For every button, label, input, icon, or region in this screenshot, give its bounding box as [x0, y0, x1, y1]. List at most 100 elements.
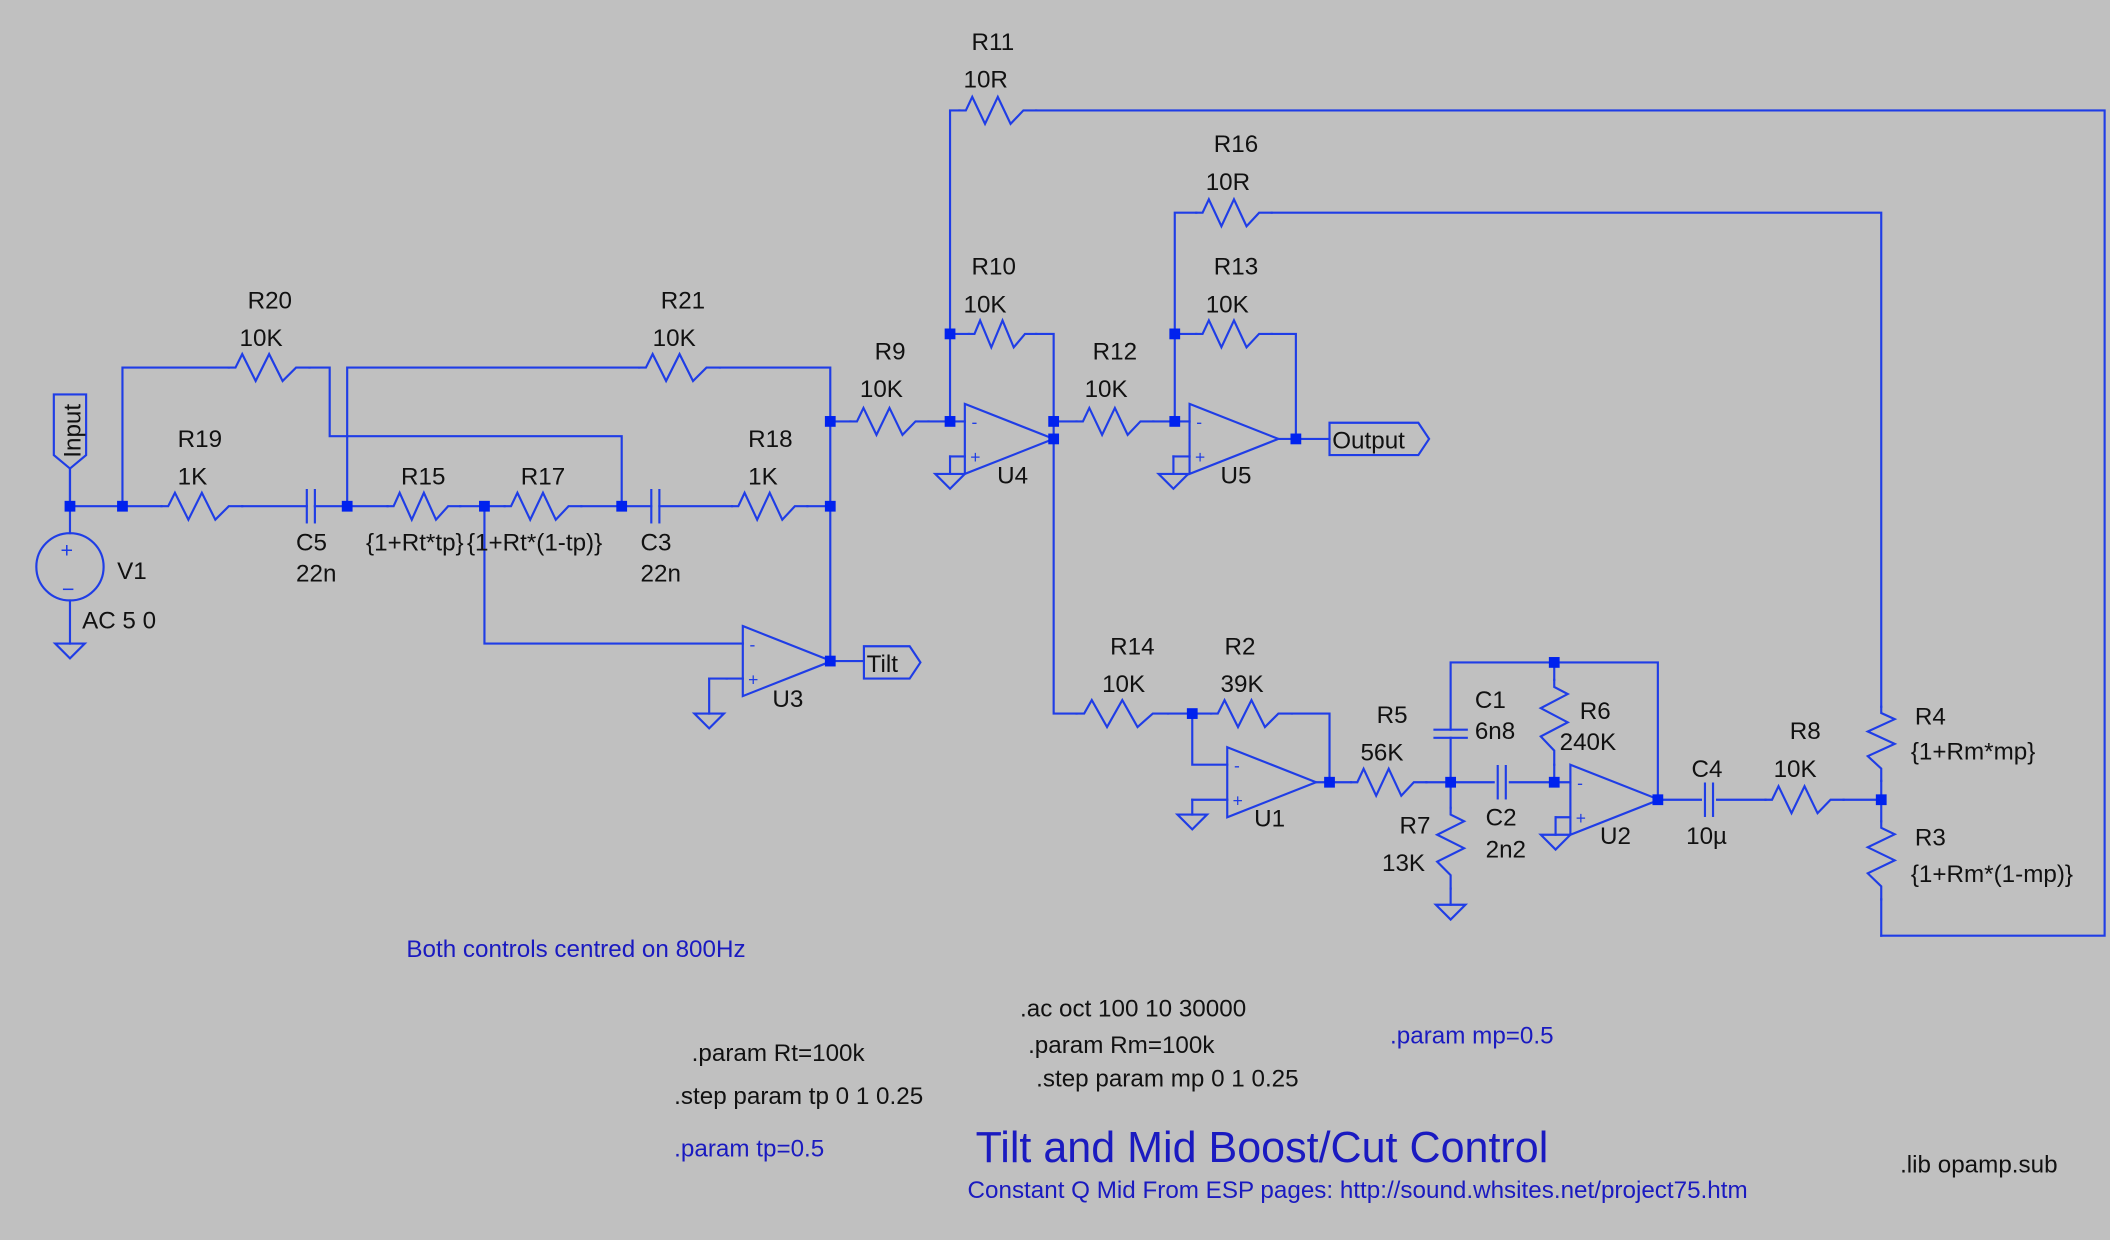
resistor-r16: [1195, 196, 1273, 229]
u3-name: U3: [772, 686, 803, 713]
r21-value: 10K: [653, 325, 696, 352]
resistor-r13: [1195, 317, 1273, 350]
r13-value: 10K: [1206, 291, 1249, 318]
ground-v1-icon: [52, 642, 88, 660]
ground-u4-icon: [932, 472, 968, 491]
resistor-r20: [227, 351, 311, 384]
u5-name: U5: [1221, 462, 1252, 489]
r5-value: 56K: [1360, 740, 1403, 767]
opamp-triangle-icon: [741, 624, 835, 698]
junction-dot: [944, 416, 956, 427]
r7-value: 13K: [1382, 850, 1425, 877]
directive-lib[interactable]: .lib opamp.sub: [1900, 1152, 2057, 1179]
resistor-r5: [1349, 766, 1428, 799]
wire: [1191, 712, 1229, 766]
r3-name: R3: [1915, 825, 1946, 852]
r19-value: 1K: [178, 464, 208, 491]
net-label-input-text: Input: [60, 404, 87, 458]
r6-value: 240K: [1560, 729, 1617, 756]
v1-value: AC 5 0: [82, 608, 156, 635]
junction-dot: [64, 500, 76, 512]
r11-name: R11: [972, 29, 1015, 56]
r14-name: R14: [1110, 633, 1154, 660]
net-label-output[interactable]: Output: [1328, 421, 1431, 457]
c1-value: 6n8: [1475, 718, 1515, 745]
capacitor-c4: [1703, 782, 1715, 817]
r2-value: 39K: [1221, 671, 1264, 698]
schematic-subtitle[interactable]: Constant Q Mid From ESP pages: http://so…: [968, 1177, 1748, 1204]
r2-name: R2: [1225, 633, 1256, 660]
resistor-r10: [967, 317, 1038, 351]
r16-name: R16: [1214, 131, 1258, 158]
resistor-r6: [1538, 678, 1571, 766]
junction-dot: [479, 500, 490, 512]
resistor-r18: [730, 490, 809, 523]
c2-value: 2n2: [1486, 837, 1526, 864]
net-label-input[interactable]: Input: [52, 393, 88, 470]
components: -++−-+-+-+-+: [35, 94, 1898, 922]
wire: [718, 366, 832, 663]
resistor-r9: [849, 405, 930, 438]
wires: [68, 109, 2106, 937]
directive-step-tp[interactable]: .step param tp 0 1 0.25: [674, 1083, 923, 1110]
r10-name: R10: [972, 254, 1016, 281]
junction-dot: [824, 416, 836, 427]
r5-name: R5: [1377, 702, 1408, 729]
junction-dot: [1290, 433, 1302, 445]
opamp-triangle-icon: [1188, 402, 1282, 476]
c2-name: C2: [1486, 804, 1517, 831]
r12-name: R12: [1093, 338, 1137, 365]
c4-value: 10µ: [1686, 823, 1727, 850]
r15-name: R15: [401, 464, 445, 491]
comment-param-tp[interactable]: .param tp=0.5: [674, 1136, 824, 1163]
r12-value: 10K: [1085, 376, 1128, 403]
r19-name: R19: [178, 426, 222, 453]
wire: [1270, 332, 1297, 440]
comment-centred[interactable]: Both controls centred on 800Hz: [406, 936, 745, 963]
opamp-plus-pin: +: [970, 447, 980, 467]
junctions: [64, 328, 1887, 806]
junction-dot: [944, 328, 956, 340]
r9-value: 10K: [860, 376, 903, 403]
resistor-r21: [638, 351, 722, 384]
net-label-output-text: Output: [1332, 427, 1405, 454]
r4-value: {1+Rm*mp}: [1911, 738, 2035, 765]
schematic-title[interactable]: Tilt and Mid Boost/Cut Control: [976, 1124, 1549, 1172]
opamp-minus-pin: -: [1577, 773, 1583, 793]
opamp-minus-pin: -: [972, 412, 978, 432]
net-label-tilt[interactable]: Tilt: [862, 645, 922, 680]
c5-name: C5: [296, 530, 327, 557]
r15-value: {1+Rt*tp}: [366, 530, 464, 557]
directive-ac[interactable]: .ac oct 100 10 30000: [1020, 995, 1246, 1022]
junction-dot: [1548, 657, 1560, 668]
net-label-output-flag: [1328, 421, 1431, 457]
opamp-u5: -+: [1188, 402, 1282, 476]
wire: [308, 366, 623, 508]
ground-r7-icon: [1433, 903, 1469, 922]
directive-step-mp[interactable]: .step param mp 0 1 0.25: [1036, 1066, 1298, 1093]
c3-value: 22n: [641, 561, 681, 588]
wire: [121, 366, 230, 508]
c1-name: C1: [1475, 687, 1506, 714]
comment-param-mp[interactable]: .param mp=0.5: [1390, 1022, 1554, 1049]
source-plus-sign: +: [61, 538, 74, 562]
directive-param-rt[interactable]: .param Rt=100k: [692, 1040, 866, 1067]
resistor-r3: [1865, 820, 1898, 901]
v1-name: V1: [117, 558, 147, 585]
opamp-minus-pin: -: [1196, 412, 1202, 432]
net-label-tilt-text: Tilt: [867, 651, 899, 678]
junction-dot: [824, 500, 836, 512]
c3-name: C3: [641, 530, 672, 557]
directive-param-rm[interactable]: .param Rm=100k: [1028, 1032, 1215, 1059]
voltage-source-v1-icon: [35, 532, 105, 602]
wire: [948, 109, 961, 335]
resistor-r4: [1865, 705, 1898, 782]
opamp-plus-pin: +: [1195, 447, 1205, 467]
r13-name: R13: [1214, 254, 1258, 281]
r21-name: R21: [661, 287, 705, 314]
junction-dot: [1186, 708, 1198, 719]
wire: [346, 366, 641, 508]
opamp-u1: -+: [1226, 745, 1319, 819]
